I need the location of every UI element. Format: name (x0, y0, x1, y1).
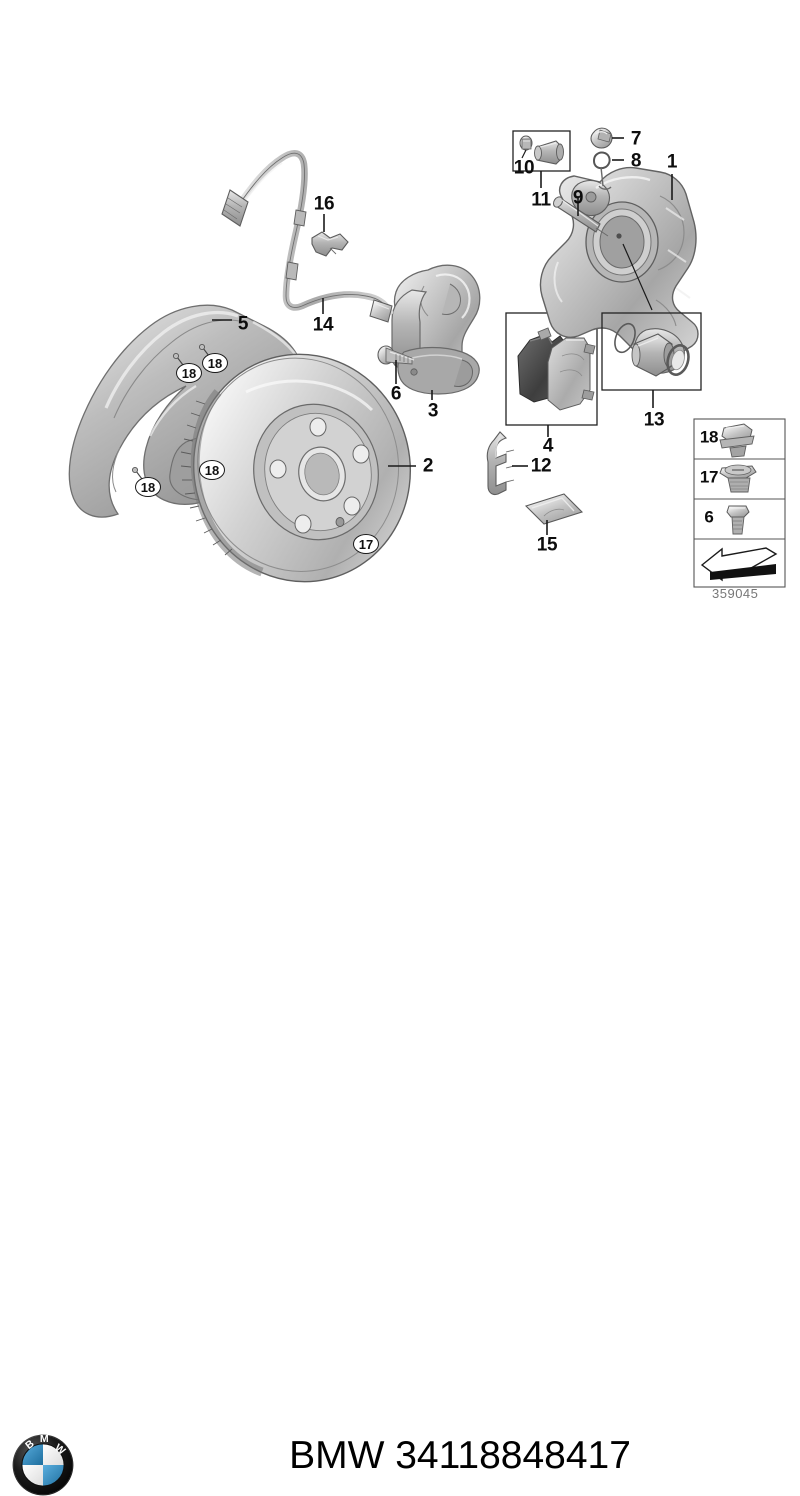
brake-disc-part (180, 353, 412, 583)
parts-diagram-canvas: 1 2 3 4 5 6 7 8 9 10 11 12 13 14 15 16 1… (68, 127, 786, 601)
callout-label-15: 15 (536, 534, 558, 556)
piston-repair-kit-group (601, 312, 702, 408)
guide-pin-cap-part (590, 127, 624, 149)
callout-label-4: 4 (542, 435, 554, 457)
callout-label-16: 16 (313, 193, 335, 215)
circled-callout-18-d: 18 (199, 460, 225, 480)
carrier-bolt-part (377, 345, 415, 365)
legend-number-6: 6 (704, 507, 714, 527)
leader-lines (212, 319, 433, 467)
footer-part-title: BMW 34118848417 (289, 1434, 631, 1477)
callout-label-13: 13 (643, 409, 665, 431)
exploded-parts-illustration (68, 127, 786, 588)
callout-label-14: 14 (312, 314, 334, 336)
legend-screw-17 (719, 464, 757, 493)
footer-bar: B M W BMW 34118848417 (0, 712, 800, 1496)
guide-bushing-kit-group (512, 130, 571, 188)
diagram-reference-number: 359045 (712, 586, 759, 601)
callout-label-1: 1 (666, 151, 678, 173)
callout-label-7: 7 (630, 128, 642, 150)
shim-plate-part (524, 493, 584, 535)
callout-label-3: 3 (427, 400, 439, 422)
legend-number-18: 18 (699, 427, 719, 447)
callout-label-11: 11 (531, 189, 551, 211)
callout-label-9: 9 (572, 187, 584, 209)
brake-pad-set-group (505, 312, 598, 437)
circled-callout-18-c: 18 (135, 477, 161, 497)
callout-label-8: 8 (630, 150, 642, 172)
caliper-carrier-bracket-part (391, 264, 481, 395)
circled-callout-17: 17 (353, 534, 379, 554)
fastener-legend-table (693, 418, 786, 588)
legend-number-17: 17 (699, 467, 719, 487)
circled-callout-18-b: 18 (202, 353, 228, 373)
callout-label-12: 12 (530, 455, 552, 477)
callout-label-2: 2 (422, 455, 434, 477)
pad-retaining-spring-part (486, 431, 528, 496)
callout-label-5: 5 (237, 313, 249, 335)
callout-label-6: 6 (390, 383, 402, 405)
brake-pad-wear-sensor-part (221, 149, 394, 323)
circled-callout-18-a: 18 (176, 363, 202, 383)
callout-label-10: 10 (513, 157, 535, 179)
legend-bolt-18 (719, 423, 755, 458)
guide-pin-part (553, 196, 609, 237)
sensor-cable-clip-part (311, 214, 349, 257)
retaining-clip-part (592, 151, 624, 190)
forward-direction-arrow-icon (700, 547, 778, 582)
legend-bolt-6 (726, 505, 750, 535)
